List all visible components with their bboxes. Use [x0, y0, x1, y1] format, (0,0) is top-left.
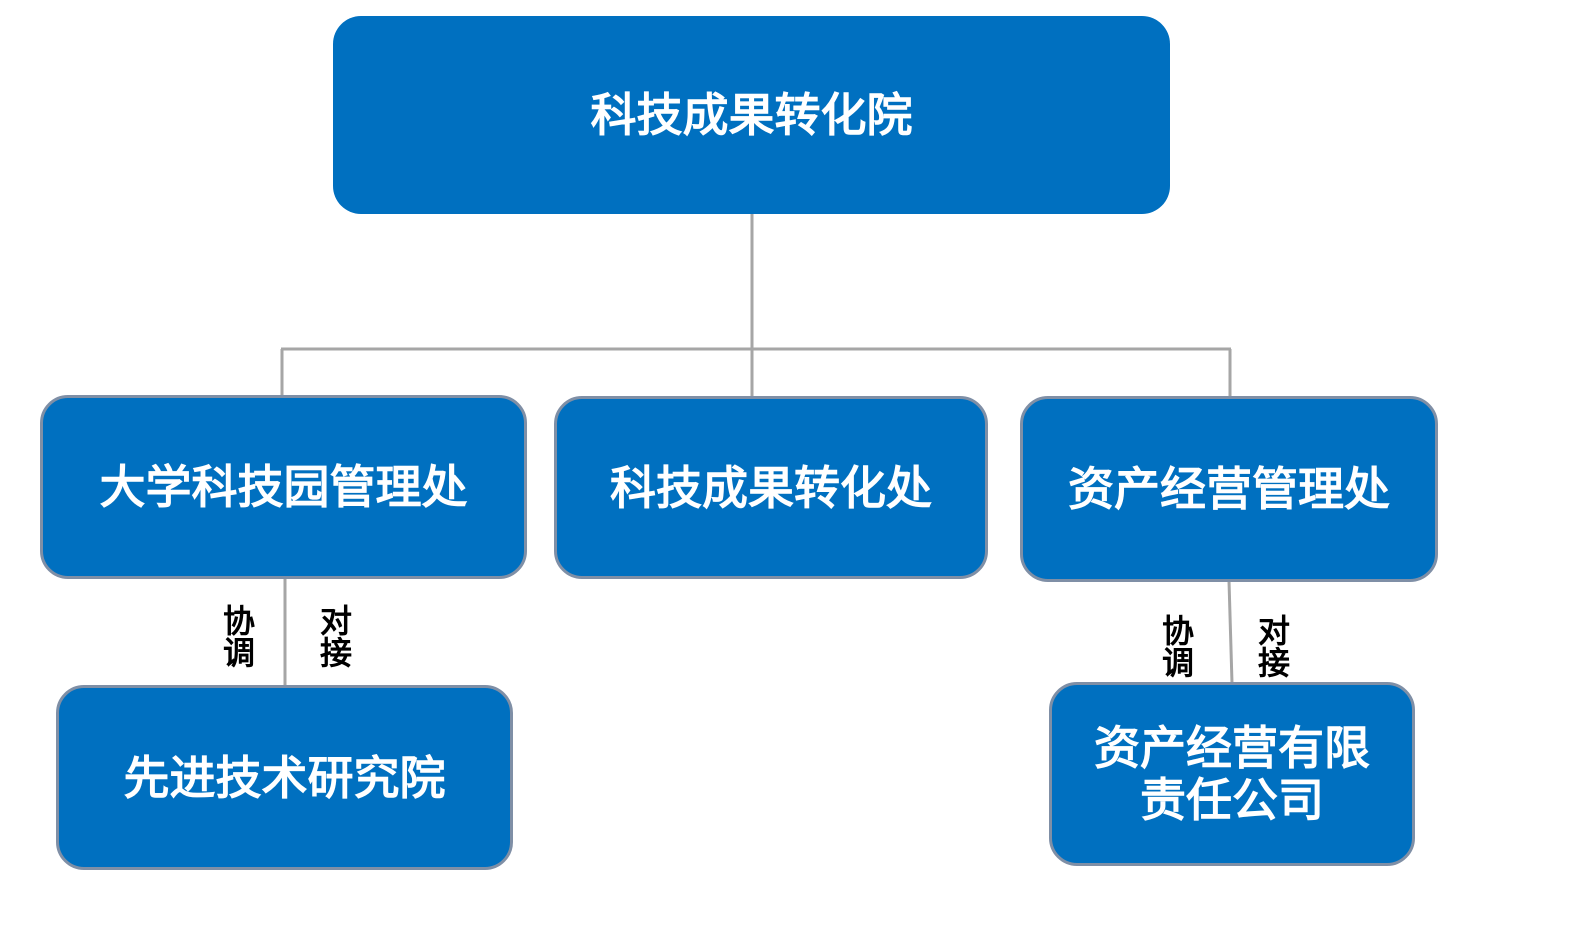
node-root-label: 科技成果转化院: [590, 88, 913, 142]
node-asset-office: 资产经营管理处: [1020, 396, 1438, 582]
node-research-institute-label: 先进技术研究院: [123, 750, 446, 805]
node-asset-company-label-line2: 责任公司: [1140, 773, 1324, 827]
node-asset-office-label: 资产经营管理处: [1068, 462, 1390, 516]
edge-label-left-connect: 对接: [315, 604, 353, 668]
node-asset-company-label-line1: 资产经营有限: [1094, 721, 1370, 775]
edge-label-right-coordinate: 协调: [1157, 614, 1195, 678]
node-asset-company: 资产经营有限 责任公司: [1049, 682, 1415, 866]
node-research-institute: 先进技术研究院: [56, 685, 513, 870]
connector-asset-office-to-company: [1227, 580, 1234, 684]
edge-label-right-connect: 对接: [1253, 614, 1291, 678]
node-transfer-office: 科技成果转化处: [554, 396, 988, 579]
node-root: 科技成果转化院: [333, 16, 1170, 214]
edge-label-left-coordinate: 协调: [218, 604, 256, 668]
node-park-office-label: 大学科技园管理处: [99, 460, 468, 514]
node-transfer-office-label: 科技成果转化处: [610, 460, 932, 515]
node-park-office: 大学科技园管理处: [40, 395, 527, 579]
